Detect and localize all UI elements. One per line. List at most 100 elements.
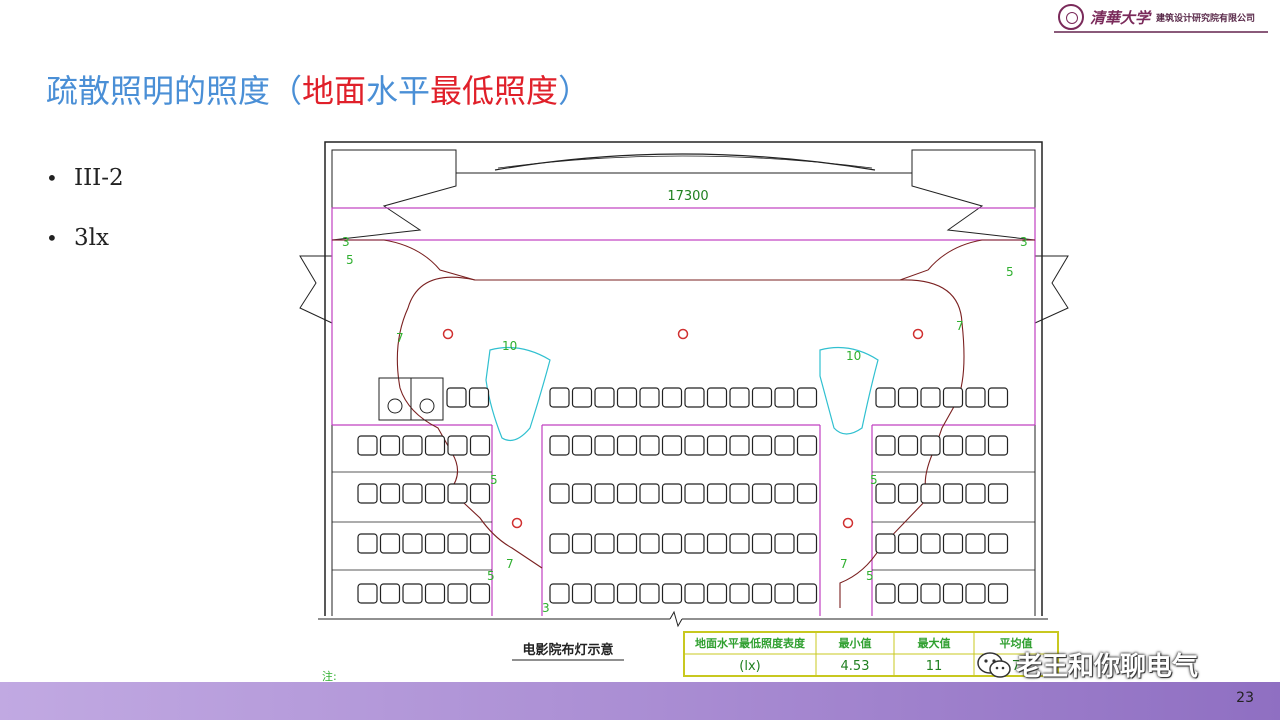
screen-curve-2 [497,155,873,169]
seat [706,435,728,456]
seat [774,533,795,554]
seat [402,435,423,456]
seat [706,583,728,604]
door-right [1034,255,1069,324]
seat [729,435,750,456]
seat [594,483,615,504]
contour-label: 5 [1006,265,1014,279]
seat [594,583,615,604]
seat [379,435,401,456]
luminaire-icon [912,328,924,340]
seat [796,387,818,408]
seat [684,533,705,554]
wheelchair-icon [410,377,444,421]
seat [751,387,773,408]
seat [942,583,964,604]
contour-stage-left [332,239,476,281]
seat [549,483,570,504]
seat [402,583,423,604]
seat [897,583,919,604]
seat [549,435,570,456]
table-header-cell: 最小值 [839,636,872,650]
seat [875,533,896,554]
table-header-cell: 最大值 [918,636,951,650]
seat [469,533,491,554]
table-cell: 11 [926,659,943,674]
seat [357,583,378,604]
seat [357,483,378,504]
bullet-item: III-2 [46,158,124,218]
seat [571,533,593,554]
bullet-list: III-2 3lx [46,158,124,278]
table-header-cell: 平均值 [1000,636,1033,650]
seat [987,435,1009,456]
seat [920,583,941,604]
seat [987,583,1009,604]
wechat-icon [977,651,1011,678]
seat [469,583,491,604]
seat [549,387,570,408]
contour-label: 5 [346,253,354,267]
cinema-lighting-drawing: 17300 11520 3 5 3 5 7 7 10 10 5 5 7 5 3 … [299,141,1069,683]
seat [594,533,615,554]
table-cell: 7 [1012,659,1020,674]
contour-label: 7 [506,557,514,571]
seat [987,387,1009,408]
luminaire-icon [511,517,523,529]
title-part-2: 地面 [302,72,367,110]
seat [639,483,660,504]
seat [897,483,919,504]
seat [965,483,986,504]
seat [571,435,593,456]
seat [965,583,986,604]
seat [639,387,660,408]
contour-label: 7 [396,331,404,345]
seat [616,435,638,456]
seat [661,435,683,456]
seat [965,387,986,408]
seat [379,533,401,554]
table-cell: (lx) [739,659,760,674]
seat [446,387,467,408]
seat [616,533,638,554]
seat [987,533,1009,554]
seat [594,435,615,456]
luminaire-icon [842,517,854,529]
header-logo: 清華大学 建筑设计研究院有限公司 [1058,2,1268,32]
seat [942,483,964,504]
contour-label: 5 [490,473,498,487]
seat [729,387,750,408]
seat [706,387,728,408]
door-left [299,255,333,324]
seat [379,583,401,604]
seat [920,483,941,504]
seat [447,483,468,504]
seat [796,583,818,604]
seat [920,435,941,456]
contour-label: 7 [840,557,848,571]
stage-right [911,173,1036,241]
seat [468,387,490,408]
seat [920,533,941,554]
seat [774,583,795,604]
contour-label: 3 [542,601,550,615]
seat [447,583,468,604]
seat [684,435,705,456]
seat [987,483,1009,504]
break-mark [669,610,683,628]
seat [616,583,638,604]
seat [965,533,986,554]
drawing-note: 注: [322,669,337,683]
seat [357,435,378,456]
seat [751,583,773,604]
seat [661,583,683,604]
bullet-item: 3lx [46,218,124,278]
seat [897,387,919,408]
seat [942,533,964,554]
seat [684,583,705,604]
contour-label: 5 [866,569,874,583]
seat [616,387,638,408]
seat [942,435,964,456]
seat [729,533,750,554]
seat [796,533,818,554]
